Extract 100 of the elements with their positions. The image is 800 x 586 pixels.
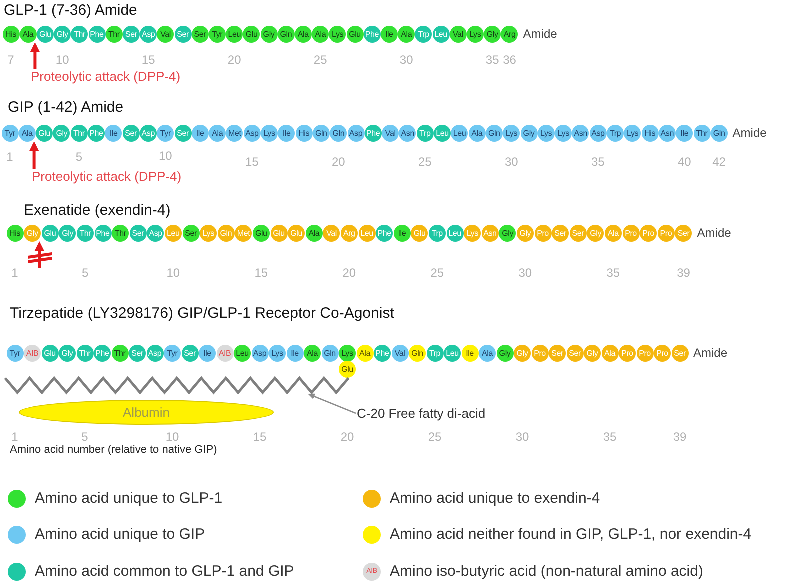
amino-acid-circle: Asp — [244, 124, 261, 142]
amino-acid-circle: Glu — [411, 224, 428, 242]
amino-acid-circle: Glu — [252, 224, 270, 242]
amino-acid-circle: Gln — [486, 124, 503, 142]
amino-acid-circle: Val — [450, 26, 467, 42]
amino-acid-circle: Ala — [312, 26, 330, 42]
amino-acid-circle: Pro — [534, 224, 552, 242]
amino-acid-circle: Gly — [499, 224, 516, 242]
amino-acid-circle: Leu — [226, 26, 244, 42]
amino-acid-circle: Glu — [288, 224, 306, 242]
position-number: 35 — [592, 155, 605, 169]
amino-acid-circle: Gly — [260, 26, 278, 42]
amino-acid-circle: His — [296, 124, 313, 142]
amino-acid-circle: Trp — [428, 224, 446, 242]
amino-acid-circle: Leu — [434, 124, 451, 142]
amino-acid-circle: Phe — [364, 124, 382, 142]
amino-acid-circle: Asn — [572, 124, 590, 142]
albumin-ellipse: Albumin — [19, 400, 274, 425]
amino-acid-circle: Gln — [322, 344, 338, 362]
amino-acid-circle: Lys — [624, 124, 642, 142]
amino-acid-circle: Met — [226, 124, 244, 142]
amino-acid-circle: Thr — [112, 224, 130, 242]
amino-acid-circle: Thr — [106, 26, 123, 42]
amino-acid-circle: Gly — [514, 344, 531, 362]
position-number: 25 — [430, 266, 444, 280]
legend-text: Amino acid neither found in GIP, GLP-1, nor exendin-4 — [390, 526, 752, 544]
amino-acid-circle: Asp — [348, 124, 364, 142]
amino-acid-circle: Gln — [278, 26, 295, 42]
position-number: 1 — [6, 150, 14, 164]
amino-acid-circle: Trp — [426, 344, 444, 362]
amino-acid-circle: Ser — [552, 224, 570, 242]
amino-acid-circle: Ala — [20, 26, 37, 42]
amino-acid-circle: Ser — [566, 344, 584, 362]
position-number: 15 — [254, 266, 268, 280]
position-number: 25 — [428, 430, 442, 444]
position-number: 25 — [314, 53, 328, 67]
amino-acid-circle: Ile — [286, 344, 304, 362]
amino-acid-circle: Pro — [640, 224, 658, 242]
amino-acid-circle: Ser — [129, 344, 146, 362]
amino-acid-circle: Pro — [658, 224, 675, 242]
amino-acid-circle: Thr — [70, 124, 88, 142]
amino-acid-circle: Gly — [584, 344, 601, 362]
amino-acid-circle: Leu — [451, 124, 468, 142]
amino-acid-circle: Ala — [304, 344, 321, 362]
amino-acid-circle: Asp — [252, 344, 268, 362]
position-number: 20 — [332, 155, 346, 169]
position-number: 30 — [516, 430, 530, 444]
amino-acid-circle: Lys — [339, 344, 356, 362]
legend-text: Amino iso-butyric acid (non-natural amino acid) — [390, 563, 704, 581]
amino-acid-circle: Ser — [192, 26, 209, 42]
amino-acid-circle: Gly — [53, 124, 70, 142]
amino-acid-circle: Asp — [140, 26, 158, 42]
amino-acid-circle: His — [6, 224, 24, 242]
arrow — [34, 242, 45, 268]
amino-acid-circle: Thr — [71, 26, 88, 42]
position-number: 35 — [606, 266, 620, 280]
amino-acid-circle: Ser — [174, 26, 192, 42]
position-number: 36 — [503, 53, 516, 67]
amino-acid-circle: Ser — [675, 224, 692, 242]
amino-acid-circle: Gly — [59, 344, 76, 362]
position-number: 5 — [82, 430, 88, 444]
amino-acid-circle: Asn — [482, 224, 499, 242]
amino-acid-circle: Ile — [192, 124, 209, 142]
amino-acid-circle: Val — [323, 224, 340, 242]
amino-acid-circle: Val — [392, 344, 408, 362]
amino-acid-circle: Tyr — [2, 124, 18, 142]
position-number: 20 — [342, 266, 356, 280]
amino-acid-circle: Phe — [88, 26, 106, 42]
amino-acid-circle: Ile — [380, 26, 398, 42]
amino-acid-circle: Leu — [234, 344, 251, 362]
amino-acid-circle: Ile — [676, 124, 694, 142]
amino-acid-circle: Gln — [312, 124, 330, 142]
amino-acid-circle: Tyr — [157, 124, 174, 142]
amino-acid-circle: Gly — [496, 344, 514, 362]
amino-acid-circle: Arg — [501, 26, 518, 42]
position-number: 35 — [486, 53, 500, 67]
amino-acid-circle: Leu — [446, 224, 464, 242]
amino-acid-circle: Pro — [654, 344, 671, 362]
position-number: 10 — [56, 53, 70, 67]
amino-acid-circle: Asp — [146, 344, 164, 362]
amino-acid-circle: Asp — [590, 124, 607, 142]
amino-acid-circle: Phe — [94, 224, 112, 242]
annotation-text: Proteolytic attack (DPP-4) — [31, 69, 181, 84]
position-number: 7 — [8, 53, 14, 67]
amino-acid-circle: Asp — [147, 224, 164, 242]
amino-acid-circle: Glu — [270, 224, 288, 242]
sequence-title: GLP-1 (7-36) Amide — [4, 2, 138, 20]
amino-acid-circle: Lys — [269, 344, 286, 362]
amino-acid-circle: Ala — [306, 224, 323, 242]
position-number: 20 — [228, 53, 242, 67]
position-number: 5 — [82, 266, 89, 280]
amino-acid-circle: Gly — [24, 224, 42, 242]
amino-acid-circle: Lys — [503, 124, 520, 142]
sequence-title: Exenatide (exendin-4) — [24, 202, 171, 220]
sequence-title: GIP (1-42) Amide — [8, 99, 124, 117]
position-number: 5 — [76, 150, 83, 164]
legend-text: Amino acid unique to GIP — [35, 526, 206, 544]
legend-text: Amino acid unique to exendin-4 — [390, 490, 600, 508]
amino-acid-circle: Leu — [432, 26, 450, 42]
amino-acid-circle: Tyr — [6, 344, 24, 362]
